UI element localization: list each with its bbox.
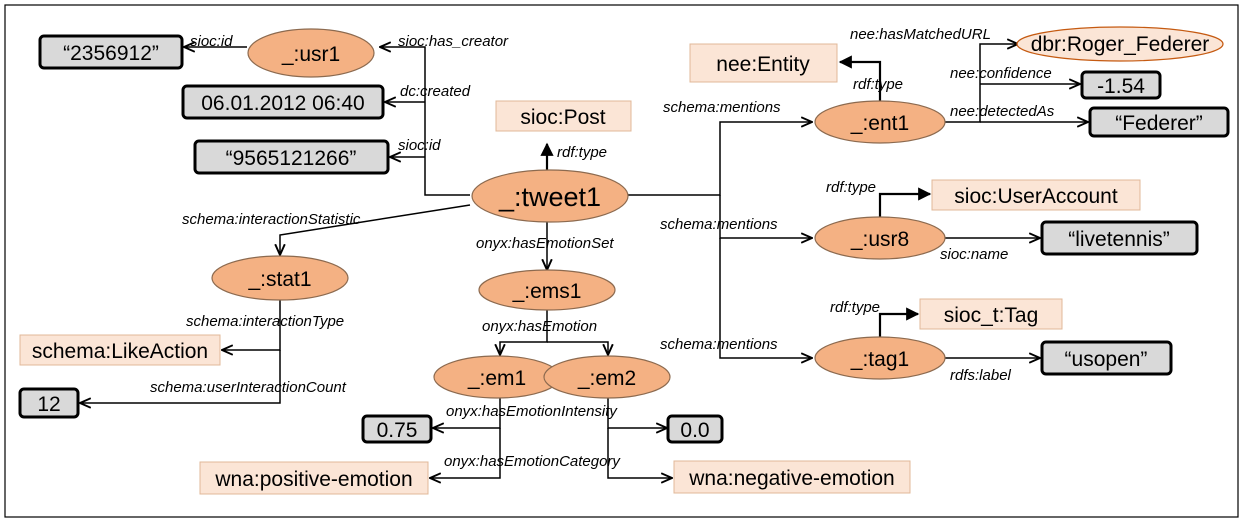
class-sioc-tag: sioc_t:Tag [919,298,1063,330]
class-sioc-tag-label: sioc_t:Tag [944,304,1039,327]
node-ems1: _:ems1 [478,269,616,311]
node-usr8: _:usr8 [814,216,946,260]
diagram-frame [4,4,1239,518]
edge-label-interaction-statistic: schema:interactionStatistic [182,211,361,228]
edge-label-emotion-intensity: onyx:hasEmotionIntensity [446,403,618,420]
class-nee-entity: nee:Entity [689,43,838,83]
edge-emotion-category-1 [430,428,501,478]
edge-label-detected-as: nee:detectedAs [950,103,1055,120]
node-roger-federer: dbr:Roger_Federer [1016,26,1224,62]
edge-user-interaction-count [80,350,281,403]
node-ent1: _:ent1 [814,100,946,144]
edge-label-sioc-id-usr: sioc:id [190,33,233,50]
class-like-action: schema:LikeAction [19,334,221,366]
edge-label-rdf-type-useraccount: rdf:type [826,179,876,196]
node-usr1-label: _:usr1 [281,43,340,66]
edge-label-sioc-name: sioc:name [940,246,1008,263]
edge-mentions-3 [719,238,812,358]
class-sioc-post-label: sioc:Post [520,106,605,129]
literal-intensity-2-label: 0.0 [680,419,709,442]
literal-detected-as: “Federer” [1088,106,1230,138]
edge-label-user-interaction-count: schema:userInteractionCount [150,379,347,396]
edge-label-sioc-id-tweet: sioc:id [398,137,441,154]
literal-tag-label: “usopen” [1040,340,1173,376]
edge-label-rdf-type-entity: rdf:type [853,76,903,93]
edge-has-emotion-2 [547,341,608,355]
node-tweet1-label: _:tweet1 [498,182,601,212]
edge-label-has-emotion-set: onyx:hasEmotionSet [476,235,614,252]
class-nee-entity-label: nee:Entity [716,53,810,76]
literal-user-name-label: “livetennis” [1068,228,1170,251]
literal-intensity-2: 0.0 [666,414,724,444]
edge-label-has-creator: sioc:has_creator [398,33,509,50]
node-usr1: _:usr1 [247,28,375,78]
literal-tweet-id-label: “9565121266” [226,147,357,170]
edge-label-dc-created: dc:created [400,83,471,100]
edge-has-matched-url [945,44,1018,123]
edge-mentions-1 [627,122,812,196]
edge-rdf-type-tag [878,307,920,338]
node-em2: _:em2 [543,355,671,399]
literal-created: 06.01.2012 06:40 [181,84,385,120]
literal-created-label: 06.01.2012 06:40 [201,92,365,115]
literal-user-id: “2356912” [38,34,184,70]
edge-emotion-category-2 [607,428,672,478]
literal-tweet-id: “9565121266” [193,139,390,175]
class-sioc-useraccount-label: sioc:UserAccount [954,185,1118,208]
node-stat1: _:stat1 [211,255,349,301]
class-negative-emotion: wna:negative-emotion [673,460,911,494]
edge-label-emotion-category: onyx:hasEmotionCategory [444,453,621,470]
node-tag1-label: _:tag1 [850,348,909,371]
literal-intensity-1-label: 0.75 [377,419,418,442]
edge-label-interaction-type: schema:interactionType [186,313,344,330]
node-stat1-label: _:stat1 [247,268,311,291]
literal-confidence-label: -1.54 [1097,75,1145,98]
edge-rdf-type-entity [838,55,882,103]
class-negative-emotion-label: wna:negative-emotion [688,467,894,490]
class-like-action-label: schema:LikeAction [32,340,208,363]
node-usr8-label: _:usr8 [850,228,909,251]
edge-interaction-statistic [280,204,471,255]
literal-confidence: -1.54 [1080,70,1162,100]
edge-label-has-emotion: onyx:hasEmotion [482,318,597,335]
edge-label-has-matched-url: nee:hasMatchedURL [850,26,991,43]
literal-count: 12 [18,387,80,419]
edge-label-rdf-type-tag: rdf:type [830,299,880,316]
node-ent1-label: _:ent1 [850,112,909,135]
literal-user-id-label: “2356912” [63,42,159,65]
literal-count-label: 12 [37,393,60,416]
edge-has-emotion-1 [500,308,548,355]
node-tag1: _:tag1 [814,336,946,380]
node-em1-label: _:em1 [467,367,526,390]
class-positive-emotion-label: wna:positive-emotion [214,468,412,491]
class-sioc-post: sioc:Post [495,100,632,132]
edge-label-rdfs-label: rdfs:label [950,367,1012,384]
edge-label-mentions-1: schema:mentions [663,99,781,116]
node-em2-label: _:em2 [577,367,636,390]
edge-has-creator [380,47,470,196]
class-sioc-useraccount: sioc:UserAccount [931,179,1141,211]
edge-rdf-type-useraccount [878,187,932,218]
literal-user-name: “livetennis” [1040,220,1199,256]
literal-detected-as-label: “Federer” [1115,112,1203,135]
literal-tag-label-label: “usopen” [1065,348,1148,371]
node-em1: _:em1 [433,355,561,399]
literal-intensity-1: 0.75 [361,414,433,444]
node-roger-federer-label: dbr:Roger_Federer [1031,33,1210,56]
node-ems1-label: _:ems1 [512,280,582,303]
node-tweet1: _:tweet1 [471,169,629,223]
edge-label-rdf-type-post: rdf:type [557,144,607,161]
edge-label-mentions-2: schema:mentions [660,216,778,233]
class-positive-emotion: wna:positive-emotion [199,461,429,495]
edge-label-confidence: nee:confidence [950,65,1052,82]
edge-label-mentions-3: schema:mentions [660,336,778,353]
